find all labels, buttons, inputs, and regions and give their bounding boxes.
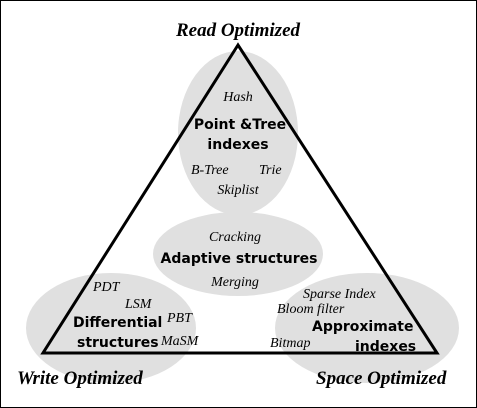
cracking-label: Cracking	[208, 230, 262, 245]
adaptive-structures-title: Adaptive structures	[160, 251, 318, 267]
skiplist-label: Skiplist	[217, 183, 259, 198]
write-optimized-label: Write Optimized	[17, 368, 143, 389]
point-tree-title: Point &Tree	[193, 117, 287, 133]
write-optimized-ellipse	[26, 273, 196, 383]
approximate-title: Approximate	[312, 319, 414, 335]
masm-label: MaSM	[161, 334, 199, 349]
bitmap-label: Bitmap	[270, 336, 311, 351]
pdt-label: PDT	[93, 280, 120, 295]
adaptive-ellipse	[153, 212, 323, 296]
read-optimized-label: Read Optimized	[175, 20, 301, 41]
bloom-filter-label: Bloom filter	[277, 302, 345, 317]
hash-label: Hash	[223, 90, 253, 105]
differential-title: Differential	[73, 315, 163, 331]
approx-indexes-title: indexes	[355, 339, 417, 355]
merging-label: Merging	[211, 275, 259, 290]
structures-title: structures	[77, 335, 159, 351]
indexes-title: indexes	[207, 137, 269, 153]
trie-label: Trie	[259, 163, 282, 178]
space-optimized-ellipse	[275, 273, 459, 383]
pbt-label: PBT	[167, 311, 192, 326]
btree-label: B-Tree	[191, 163, 229, 178]
lsm-label: LSM	[125, 297, 152, 312]
sparse-index-label: Sparse Index	[303, 287, 376, 302]
space-optimized-label: Space Optimized	[316, 368, 447, 389]
rum-triangle	[40, 42, 440, 355]
